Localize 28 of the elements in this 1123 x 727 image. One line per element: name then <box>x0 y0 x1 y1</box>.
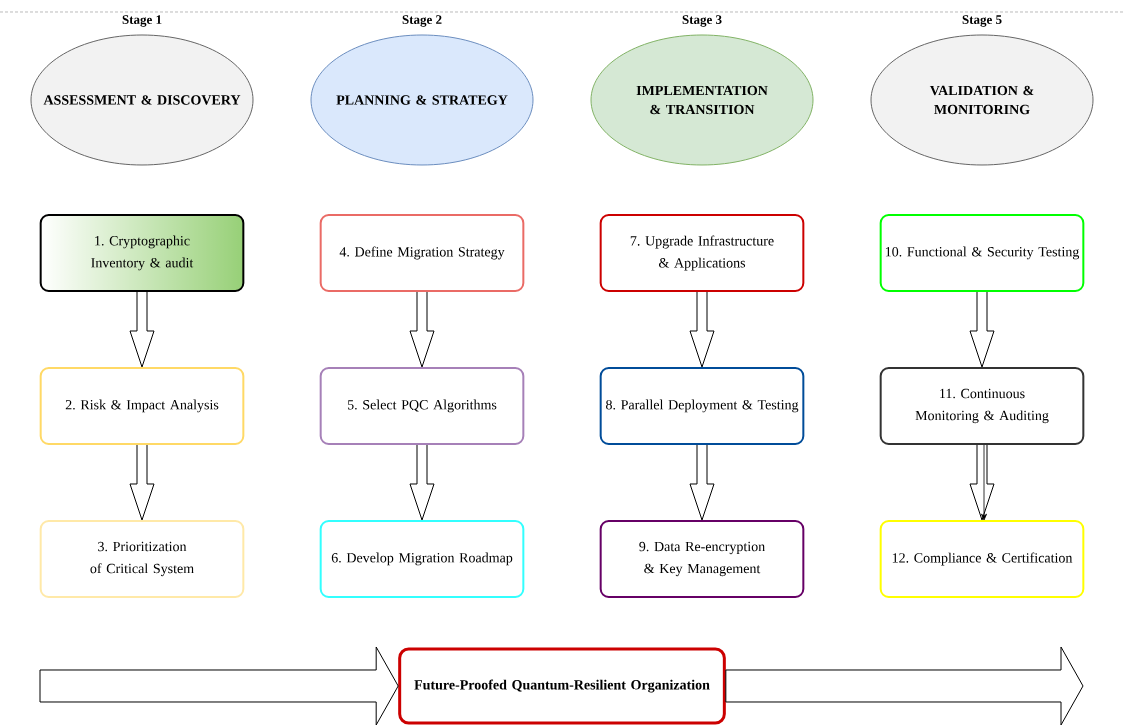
block-arrow <box>409 291 435 368</box>
stage-label: Stage 3 <box>682 15 722 27</box>
process-box: 3. Prioritization of Critical System <box>39 520 245 598</box>
process-box: 5. Select PQC Algorithms <box>319 367 525 445</box>
block-arrow <box>129 444 155 521</box>
process-box: 10. Functional & Security Testing <box>879 214 1085 292</box>
process-box: 9. Data Re-encryption & Key Management <box>599 520 805 598</box>
outcome-box: Future-Proofed Quantum-Resilient Organization <box>398 647 726 725</box>
block-arrow <box>129 291 155 368</box>
process-box: 4. Define Migration Strategy <box>319 214 525 292</box>
arrow <box>981 444 987 521</box>
process-box: 11. Continuous Monitoring & Auditing <box>879 367 1085 445</box>
stage-label: Stage 1 <box>122 15 162 27</box>
process-box: 6. Develop Migration Roadmap <box>319 520 525 598</box>
block-arrow <box>409 444 435 521</box>
stage-label: Stage 2 <box>402 15 442 27</box>
block-arrow <box>969 444 995 521</box>
block-arrow <box>969 291 995 368</box>
stage-label: Stage 5 <box>962 15 1002 27</box>
block-arrow <box>689 444 715 521</box>
block-arrow <box>689 291 715 368</box>
process-box: 2. Risk & Impact Analysis <box>39 367 245 445</box>
block-arrow <box>725 646 1084 726</box>
process-box: 7. Upgrade Infrastructure & Applications <box>599 214 805 292</box>
block-arrow <box>39 646 399 726</box>
process-box: 12. Compliance & Certification <box>879 520 1085 598</box>
process-box: 1. Cryptographic Inventory & audit <box>39 214 245 292</box>
process-box: 8. Parallel Deployment & Testing <box>599 367 805 445</box>
